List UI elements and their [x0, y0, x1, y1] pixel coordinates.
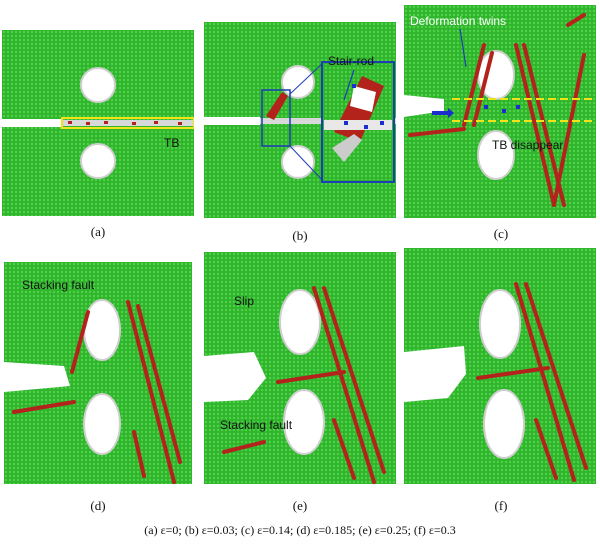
- label-stair-rod: Stair-rod: [328, 54, 375, 68]
- panel-b: [204, 22, 396, 218]
- caption-b: (b): [292, 228, 308, 243]
- caption-a: (a): [90, 224, 106, 239]
- label-stacking-fault-e: Stacking fault: [220, 418, 293, 432]
- panel-f: [404, 248, 596, 484]
- figure-footer: (a) ε=0; (b) ε=0.03; (c) ε=0.14; (d) ε=0…: [144, 523, 456, 537]
- panel-e: [204, 252, 396, 484]
- label-tb: TB: [164, 136, 180, 150]
- label-tb-disappear: TB disappear: [492, 138, 564, 152]
- panel-c: [404, 5, 596, 218]
- caption-e: (e): [292, 498, 308, 513]
- label-deformation-twins: Deformation twins: [410, 14, 507, 28]
- caption-c: (c): [493, 226, 509, 241]
- caption-d: (d): [90, 498, 106, 513]
- panel-d: [4, 262, 192, 484]
- label-slip: Slip: [234, 294, 255, 308]
- caption-f: (f): [494, 498, 508, 513]
- panel-a: [2, 30, 194, 216]
- label-stacking-fault-d: Stacking fault: [22, 278, 95, 292]
